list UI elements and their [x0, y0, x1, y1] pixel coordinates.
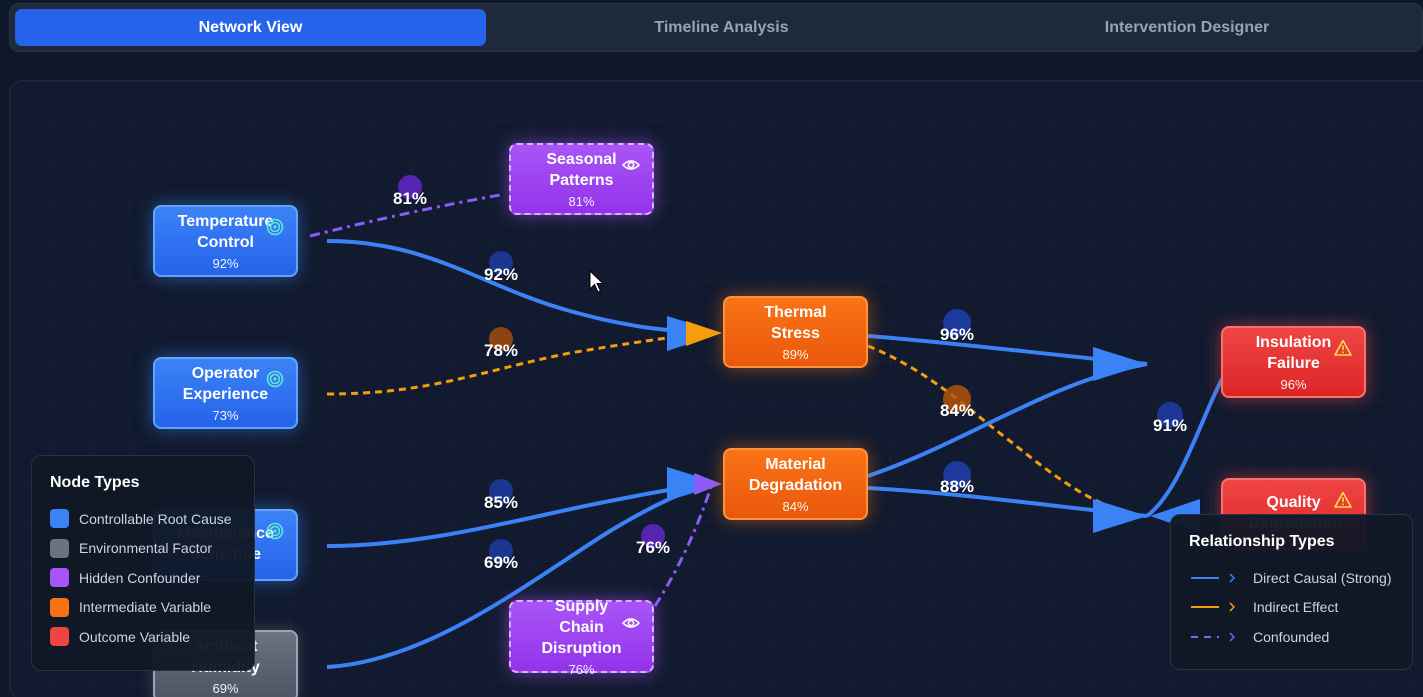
edge-operator-thermal[interactable] [326, 331, 711, 396]
edge-temperature-seasonal[interactable] [309, 193, 501, 238]
tab-timeline-analysis[interactable]: Timeline Analysis [654, 18, 789, 36]
node-temperature-control[interactable]: Temperature Control 92% [153, 205, 298, 277]
edge-bubble [943, 385, 971, 413]
arrowhead-quality [1093, 499, 1147, 533]
legend-label: Intermediate Variable [79, 599, 212, 616]
edge-quality-insulation[interactable] [1145, 378, 1224, 518]
legend-item: Indirect Effect [1189, 593, 1394, 623]
legend-swatch [50, 568, 69, 588]
legend-swatch [50, 538, 69, 558]
edge-bubble [641, 524, 665, 548]
node-value: 92% [212, 256, 239, 271]
edge-strength-label: 84% [940, 401, 974, 420]
legend-title: Node Types [50, 474, 140, 491]
legend-item: Direct Causal (Strong) [1189, 563, 1394, 593]
node-supply-chain-disruption[interactable]: Supply Chain Disruption 76% [509, 598, 654, 677]
tab-network-view[interactable]: Network View [15, 9, 486, 46]
tab-intervention-designer[interactable]: Intervention Designer [1104, 18, 1270, 36]
edge-bubble [489, 539, 513, 563]
legend-label: Hidden Confounder [79, 569, 201, 586]
legend-item: Hidden Confounder [50, 563, 236, 593]
legend-swatch [50, 597, 69, 617]
legend-item: Outcome Variable [50, 622, 236, 652]
legend-swatch [50, 509, 69, 529]
arrowhead-material-purple [694, 473, 722, 495]
node-label: Supply Chain Disruption [541, 598, 622, 657]
edge-temperature-thermal[interactable] [326, 239, 711, 335]
node-label: Thermal Stress [764, 304, 827, 342]
legend-item: Controllable Root Cause [50, 504, 236, 534]
mouse-cursor-icon [589, 270, 605, 293]
node-label: Operator Experience [182, 365, 269, 403]
node-insulation-failure[interactable]: Insulation Failure 96% [1221, 326, 1366, 398]
legend-label: Environmental Factor [79, 540, 213, 557]
edge-bubble [489, 479, 513, 503]
node-seasonal-patterns[interactable]: Seasonal Patterns 81% [509, 143, 654, 215]
legend-item: Intermediate Variable [50, 593, 236, 623]
node-thermal-stress[interactable]: Thermal Stress 89% [723, 296, 868, 368]
legend-swatch [50, 627, 69, 647]
arrowhead-insulation [1093, 347, 1147, 381]
node-value: 81% [568, 194, 595, 209]
legend-item: Environmental Factor [50, 534, 236, 564]
edge-thermal-quality[interactable] [867, 344, 1148, 518]
edge-strength-label: 76% [636, 538, 670, 557]
node-value: 96% [1280, 377, 1307, 392]
eye-icon [622, 160, 640, 170]
node-label: Material Degradation [748, 456, 843, 494]
edge-strength-label: 92% [484, 265, 518, 284]
target-icon [266, 218, 284, 236]
causal-network-canvas[interactable]: 81% 92% 78% 85% 69% 76% 96% 84% 88% 91% … [9, 80, 1423, 697]
node-types-legend: Node Types Controllable Root Cause Envir… [31, 455, 255, 671]
edge-strength-label: 85% [484, 493, 518, 512]
view-tabs: Network View Timeline Analysis Intervent… [9, 3, 1423, 52]
edge-bubble [489, 251, 513, 275]
arrowhead-thermal-orange [686, 321, 722, 346]
node-label: Seasonal Patterns [546, 151, 617, 189]
legend-label: Controllable Root Cause [79, 510, 232, 527]
solid-line-swatch [1191, 573, 1236, 583]
warning-icon [1334, 339, 1352, 356]
warning-icon [1334, 491, 1352, 508]
node-operator-experience[interactable]: Operator Experience 73% [153, 357, 298, 429]
edge-strength-label: 81% [393, 189, 427, 208]
target-icon [266, 522, 284, 540]
legend-label: Confounded [1253, 628, 1330, 645]
edge-strength-label: 88% [940, 477, 974, 496]
edge-strength-label: 69% [484, 553, 518, 572]
edge-material-insulation[interactable] [867, 362, 1148, 478]
solid-line-swatch [1191, 602, 1236, 612]
legend-label: Direct Causal (Strong) [1253, 569, 1392, 586]
edge-bubble [489, 327, 513, 351]
node-value: 69% [212, 681, 239, 696]
legend-item: Confounded [1189, 622, 1394, 652]
node-value: 76% [568, 662, 595, 677]
legend-label: Outcome Variable [79, 628, 191, 645]
legend-label: Indirect Effect [1253, 599, 1339, 616]
target-icon [266, 370, 284, 388]
edge-strength-label: 78% [484, 341, 518, 360]
node-value: 84% [782, 499, 809, 514]
node-material-degradation[interactable]: Material Degradation 84% [723, 448, 868, 520]
relationship-types-legend: Relationship Types Direct Causal (Strong… [1170, 514, 1413, 670]
dashed-line-swatch [1191, 632, 1236, 642]
node-value: 89% [782, 347, 809, 362]
node-label: Insulation Failure [1255, 334, 1332, 372]
edge-bubble [943, 309, 971, 337]
node-value: 73% [212, 408, 239, 423]
eye-icon [622, 618, 640, 628]
edge-strength-label: 96% [940, 325, 974, 344]
edge-supply-material[interactable] [653, 483, 714, 607]
edge-bubble [398, 175, 422, 199]
node-label: Temperature Control [177, 213, 274, 251]
edge-bubble [1157, 402, 1183, 428]
edge-strength-label: 91% [1153, 416, 1187, 435]
edge-layer: 81% 92% 78% 85% 69% 76% 96% 84% 88% 91% [309, 175, 1224, 669]
legend-title: Relationship Types [1189, 533, 1335, 550]
edge-bubble [943, 461, 971, 489]
